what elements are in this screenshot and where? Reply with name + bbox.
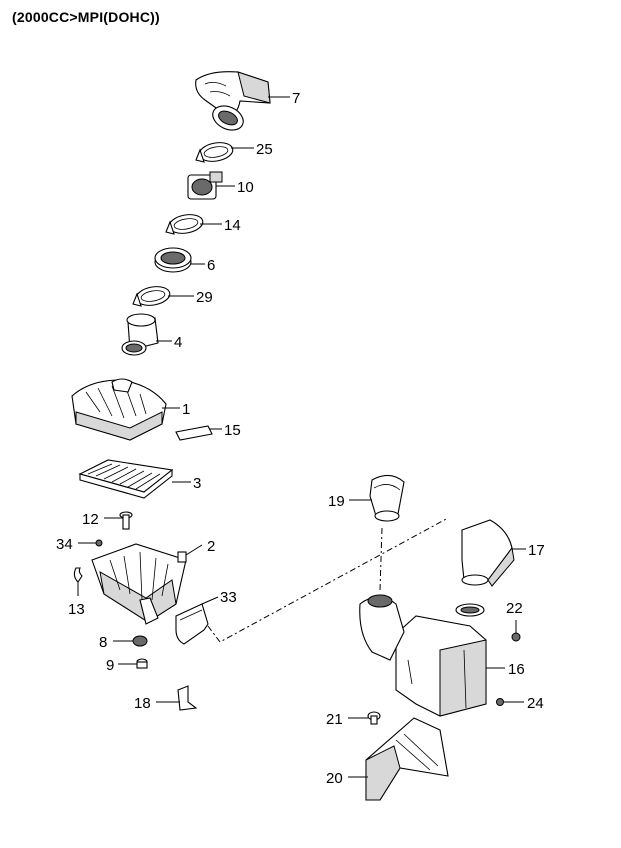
part-number-labels: 7 25 10 14 6 29 4 1 15 3 12 2 34 13 33 8… bbox=[56, 90, 545, 787]
part-22-bolt-drawing bbox=[511, 632, 521, 642]
part-29-clamp-drawing bbox=[132, 286, 171, 307]
part-12-bolt-drawing bbox=[119, 511, 133, 530]
diagram-title: (2000CC>MPI(DOHC)) bbox=[12, 9, 160, 25]
part-number-12: 12 bbox=[82, 511, 99, 528]
part-25-clamp-drawing bbox=[195, 142, 234, 163]
part-9-insulator-drawing bbox=[136, 658, 148, 669]
part-4-adaptor-drawing bbox=[121, 313, 159, 356]
part-number-14: 14 bbox=[224, 217, 241, 234]
part-19-hose-drawing bbox=[369, 474, 405, 522]
part-16-resonator-drawing bbox=[359, 594, 487, 717]
part-15-pad-drawing bbox=[175, 425, 213, 441]
part-number-25: 25 bbox=[256, 141, 273, 158]
part-20-bracket-drawing bbox=[365, 717, 449, 801]
part-number-4: 4 bbox=[174, 334, 182, 351]
part-number-2: 2 bbox=[207, 538, 215, 555]
part-18-bracket-drawing bbox=[177, 685, 198, 711]
part-3-filter-drawing bbox=[78, 459, 174, 499]
part-number-3: 3 bbox=[193, 475, 201, 492]
part-number-20: 20 bbox=[326, 770, 343, 787]
part-34-bolt-drawing bbox=[95, 539, 103, 547]
part-number-34: 34 bbox=[56, 536, 73, 553]
part-number-1: 1 bbox=[182, 401, 190, 418]
part-number-22: 22 bbox=[506, 600, 523, 617]
part-7-intake-hose-drawing bbox=[195, 71, 271, 131]
part-number-6: 6 bbox=[207, 257, 215, 274]
part-6-gasket-drawing bbox=[154, 247, 192, 273]
part-8-grommet-drawing bbox=[132, 635, 148, 647]
part-number-15: 15 bbox=[224, 422, 241, 439]
part-number-18: 18 bbox=[134, 695, 151, 712]
part-14-clamp-drawing bbox=[165, 214, 204, 235]
part-number-16: 16 bbox=[508, 661, 525, 678]
leader-lines bbox=[77, 96, 526, 778]
part-1-cover-drawing bbox=[71, 378, 167, 441]
part-number-17: 17 bbox=[528, 542, 545, 559]
part-number-19: 19 bbox=[328, 493, 345, 510]
part-number-24: 24 bbox=[527, 695, 544, 712]
part-number-8: 8 bbox=[99, 634, 107, 651]
part-number-21: 21 bbox=[326, 711, 343, 728]
part-33-duct-drawing bbox=[175, 603, 209, 645]
part-number-29: 29 bbox=[196, 289, 213, 306]
part-10-air-flow-sensor-drawing bbox=[187, 171, 223, 200]
part-2-body-drawing bbox=[91, 543, 187, 625]
part-number-9: 9 bbox=[106, 657, 114, 674]
part-number-33: 33 bbox=[220, 589, 237, 606]
part-number-13: 13 bbox=[68, 601, 85, 618]
part-24-nut-drawing bbox=[496, 698, 504, 706]
part-21-bolt-drawing bbox=[367, 711, 381, 725]
part-number-10: 10 bbox=[237, 179, 254, 196]
part-13-clip-drawing bbox=[73, 567, 83, 583]
part-17-duct-drawing bbox=[461, 519, 515, 587]
part-number-7: 7 bbox=[292, 90, 300, 107]
